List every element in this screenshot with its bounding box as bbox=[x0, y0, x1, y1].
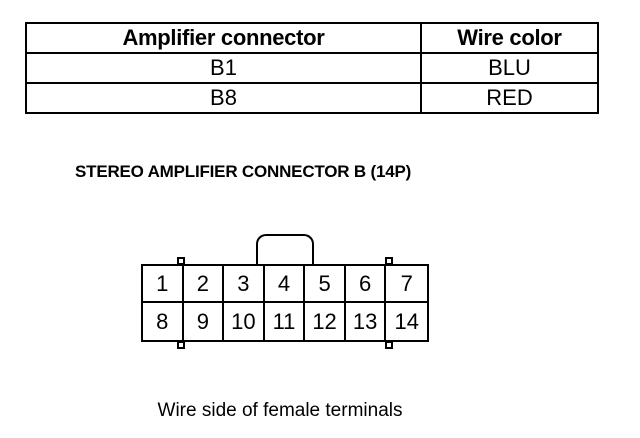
connector-tab-bottom-left bbox=[177, 341, 185, 349]
table-header-row: Amplifier connector Wire color bbox=[25, 22, 599, 54]
pin-13: 13 bbox=[346, 303, 387, 340]
pin-8: 8 bbox=[143, 303, 184, 340]
pin-5: 5 bbox=[305, 266, 346, 303]
table-row: B8 RED bbox=[25, 82, 599, 114]
cell-wire-color: BLU bbox=[420, 52, 599, 84]
cell-wire-color: RED bbox=[420, 82, 599, 114]
pin-9: 9 bbox=[184, 303, 225, 340]
pin-6: 6 bbox=[345, 266, 387, 303]
header-wire-color: Wire color bbox=[420, 22, 599, 54]
cell-terminal: B1 bbox=[25, 52, 422, 84]
pin-7: 7 bbox=[386, 266, 427, 303]
pin-4: 4 bbox=[264, 266, 306, 303]
table-row: B1 BLU bbox=[25, 52, 599, 84]
pin-10: 10 bbox=[224, 303, 265, 340]
pin-3: 3 bbox=[224, 266, 265, 303]
pin-1: 1 bbox=[143, 266, 184, 303]
connector-title: STEREO AMPLIFIER CONNECTOR B (14P) bbox=[75, 162, 412, 181]
pin-14: 14 bbox=[394, 308, 419, 334]
pin-2: 2 bbox=[183, 266, 225, 303]
pin-11: 11 bbox=[265, 303, 306, 340]
header-amplifier-connector: Amplifier connector bbox=[25, 22, 422, 54]
cell-terminal: B8 bbox=[25, 82, 422, 114]
connector-caption: Wire side of female terminals bbox=[157, 400, 403, 421]
connector-tab-bottom-right bbox=[385, 341, 393, 349]
connector-latch bbox=[256, 234, 314, 264]
connector-body: 1 2 3 4 5 6 7 8 9 10 11 12 13 14 bbox=[141, 264, 429, 342]
pin-12: 12 bbox=[305, 303, 346, 340]
wire-color-table: Amplifier connector Wire color B1 BLU B8… bbox=[25, 22, 599, 114]
pin-grid: 1 2 3 4 5 6 7 8 9 10 11 12 13 14 bbox=[143, 266, 427, 340]
